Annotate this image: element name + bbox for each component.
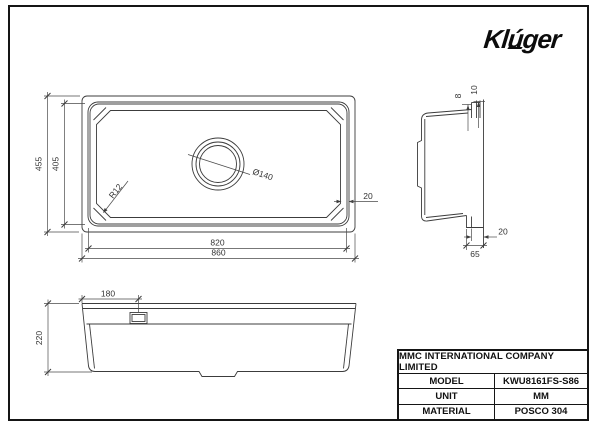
- unit-value: MM: [494, 389, 587, 404]
- dim-corner-radius: R12: [107, 182, 125, 201]
- dim-depth-outer: 455: [34, 157, 44, 171]
- dim-lip-height: 10: [469, 85, 479, 95]
- dim-rim-width: 20: [363, 191, 373, 201]
- dim-front-height: 220: [34, 331, 44, 345]
- overflow-mark: [129, 312, 148, 324]
- model-value: KWU8161FS-S86: [494, 374, 587, 389]
- material-label: MATERIAL: [422, 406, 471, 418]
- dim-width-outer: 860: [211, 248, 225, 258]
- title-block: MMC INTERNATIONAL COMPANY LIMITED MODEL …: [397, 349, 589, 421]
- top-view: Ø140 R12 455 405 820: [34, 92, 378, 263]
- dim-ledge-width: 65: [470, 249, 480, 259]
- company-name: MMC INTERNATIONAL COMPANY LIMITED: [399, 351, 554, 373]
- unit-label: UNIT: [435, 390, 458, 402]
- dim-drain-diameter: Ø140: [251, 166, 274, 182]
- dim-width-inner: 820: [210, 238, 224, 248]
- model-label: MODEL: [429, 375, 464, 387]
- dim-overflow-offset: 180: [101, 289, 115, 299]
- front-view: 180 220: [34, 289, 357, 377]
- logo-swoosh: [507, 47, 523, 49]
- drain-circle: [191, 137, 245, 191]
- dim-ledge-offset: 20: [498, 227, 508, 237]
- title-block-row-unit: UNIT MM: [399, 388, 587, 404]
- title-block-row-material: MATERIAL POSCO 304: [399, 403, 587, 419]
- brand-logo: Klúger: [482, 24, 562, 54]
- side-view: 8 10 20 65: [417, 85, 508, 259]
- dim-lip-thickness: 8: [453, 93, 463, 98]
- material-value: POSCO 304: [494, 404, 587, 419]
- dim-depth-inner: 405: [51, 157, 61, 171]
- title-block-row-model: MODEL KWU8161FS-S86: [399, 373, 587, 389]
- sheet-border: [8, 5, 589, 421]
